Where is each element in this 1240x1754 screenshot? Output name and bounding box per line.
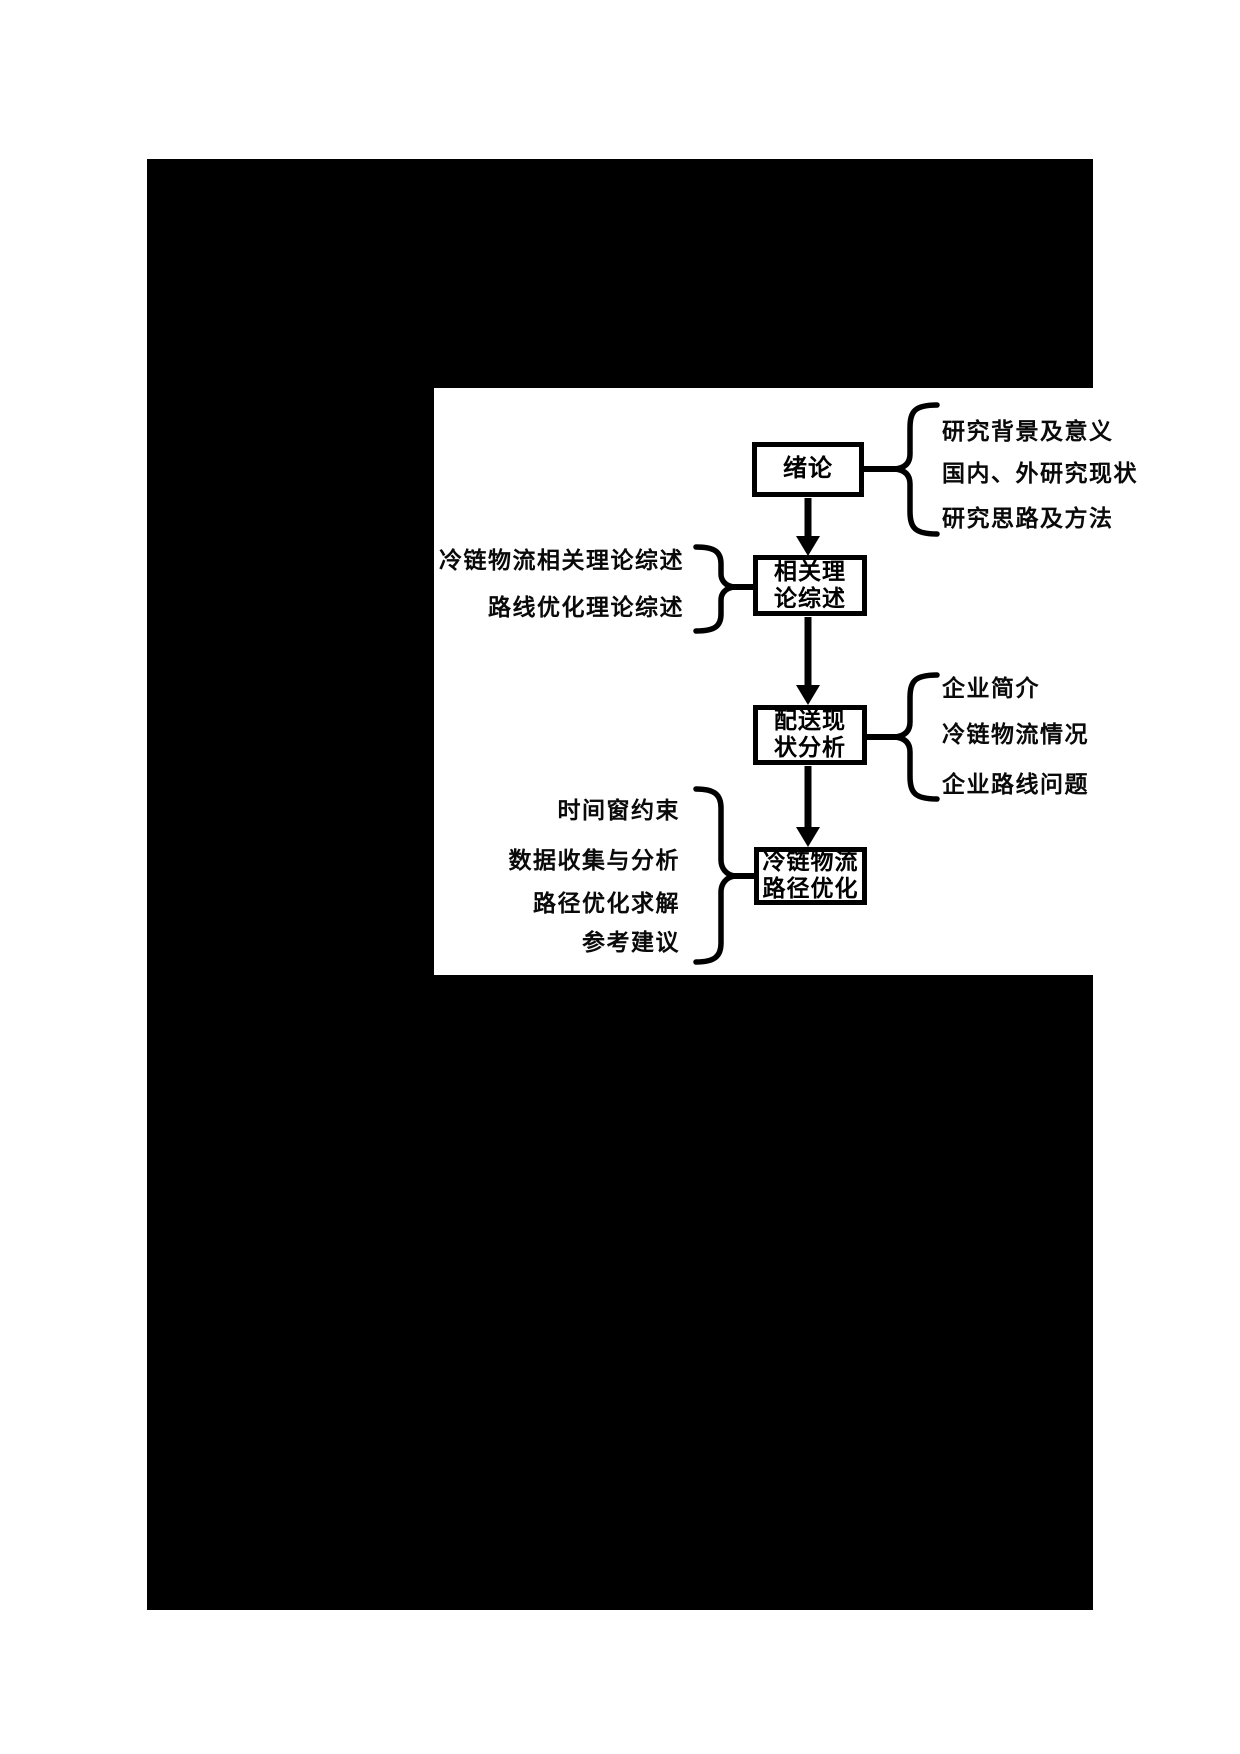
flow-box-route-optimization: 冷链物流 路径优化 — [754, 847, 867, 905]
side-label: 冷链物流相关理论综述 — [439, 548, 684, 573]
side-label: 参考建议 — [582, 930, 680, 955]
flowchart-panel: 绪论 相关理 论综述 配送现 状分析 冷链物流 路径优化 研究背景及意义 国内、… — [434, 388, 1157, 975]
flow-box-distribution-analysis: 配送现 状分析 — [753, 705, 867, 765]
flow-box-label-line: 冷链物流 — [762, 849, 859, 875]
brace-left-group1 — [693, 544, 735, 634]
side-label: 冷链物流情况 — [942, 722, 1089, 747]
flow-box-label-line: 论综述 — [774, 585, 846, 611]
side-label: 时间窗约束 — [557, 798, 680, 823]
side-label: 路径优化求解 — [533, 891, 680, 916]
arrow-box1-box2 — [796, 498, 820, 556]
brace-left-group2 — [693, 786, 736, 965]
arrow-box2-box3 — [796, 617, 820, 705]
document-canvas: 绪论 相关理 论综述 配送现 状分析 冷链物流 路径优化 研究背景及意义 国内、… — [147, 159, 1157, 1610]
connector-layer — [693, 402, 940, 965]
flow-box-theory-review: 相关理 论综述 — [753, 555, 867, 616]
flow-box-label-line: 绪论 — [783, 455, 833, 482]
side-label: 研究背景及意义 — [942, 419, 1114, 444]
side-label: 数据收集与分析 — [508, 848, 680, 873]
side-label: 研究思路及方法 — [942, 506, 1114, 531]
flow-box-label-line: 相关理 — [774, 558, 846, 584]
side-label: 路线优化理论综述 — [488, 595, 684, 620]
flow-box-introduction: 绪论 — [752, 442, 864, 497]
flow-box-label-line: 路径优化 — [762, 876, 859, 901]
arrow-box3-box4 — [796, 766, 820, 847]
side-label: 企业路线问题 — [942, 772, 1089, 797]
side-label: 企业简介 — [942, 676, 1040, 701]
brace-right-group1 — [894, 402, 940, 537]
brace-right-group2 — [894, 672, 940, 802]
flow-box-label-line: 状分析 — [774, 735, 846, 760]
flow-box-label-line: 配送现 — [774, 708, 846, 734]
side-label: 国内、外研究现状 — [942, 461, 1138, 486]
